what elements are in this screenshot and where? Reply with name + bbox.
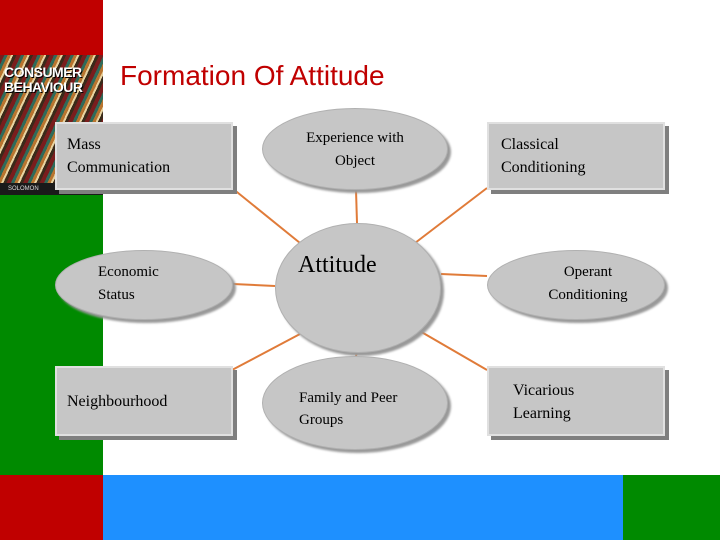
connector-neighbourhood: [231, 333, 301, 371]
connector-operant: [440, 273, 488, 277]
node-experience-with-object: Experience with Object: [262, 108, 448, 190]
node-classical-conditioning: Classical Conditioning: [487, 122, 665, 190]
node-family-and-peer-groups: Family and Peer Groups: [262, 356, 448, 450]
node-mass-communication: Mass Communication: [55, 122, 233, 190]
blue-footer-band: [103, 475, 623, 540]
book-cover-title: CONSUMER BEHAVIOUR: [4, 64, 83, 95]
connector-mass: [231, 187, 301, 244]
red-sidebar-bottom: [0, 475, 103, 540]
node-vicarious-learning: Vicarious Learning: [487, 366, 665, 436]
node-attitude-center: Attitude: [275, 223, 441, 353]
connector-classical: [414, 187, 488, 244]
book-cover-author: SOLOMON: [8, 186, 39, 192]
connector-economic: [232, 283, 276, 287]
slide-title: Formation Of Attitude: [120, 60, 385, 91]
green-footer-band: [623, 475, 720, 540]
node-operant-conditioning: Operant Conditioning: [487, 250, 665, 320]
connector-vicarious: [417, 329, 488, 371]
node-economic-status: Economic Status: [55, 250, 233, 320]
node-neighbourhood: Neighbourhood: [55, 366, 233, 436]
connector-experience: [355, 189, 358, 224]
